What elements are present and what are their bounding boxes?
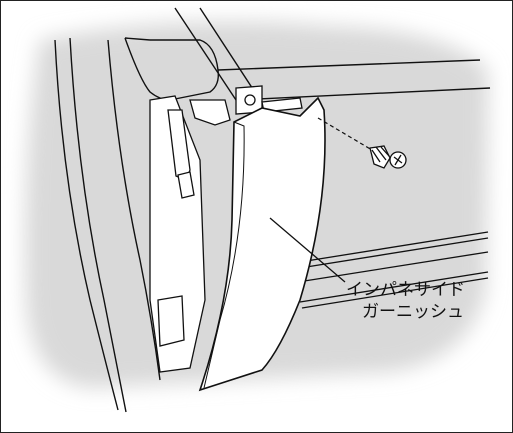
screw-guide-line [317, 117, 373, 151]
part-label-line1: インパネサイド [346, 280, 465, 300]
dash-upper [150, 7, 491, 101]
part-label-line2: ガーニッシュ [362, 302, 464, 322]
pillar-trim [149, 95, 231, 373]
label-leader-line [269, 217, 346, 283]
sill-rails [297, 231, 489, 309]
side-garnish-part [198, 96, 326, 392]
screw-icon [369, 145, 407, 169]
mounting-bracket [235, 85, 303, 115]
side-garnish-edge [203, 121, 245, 389]
